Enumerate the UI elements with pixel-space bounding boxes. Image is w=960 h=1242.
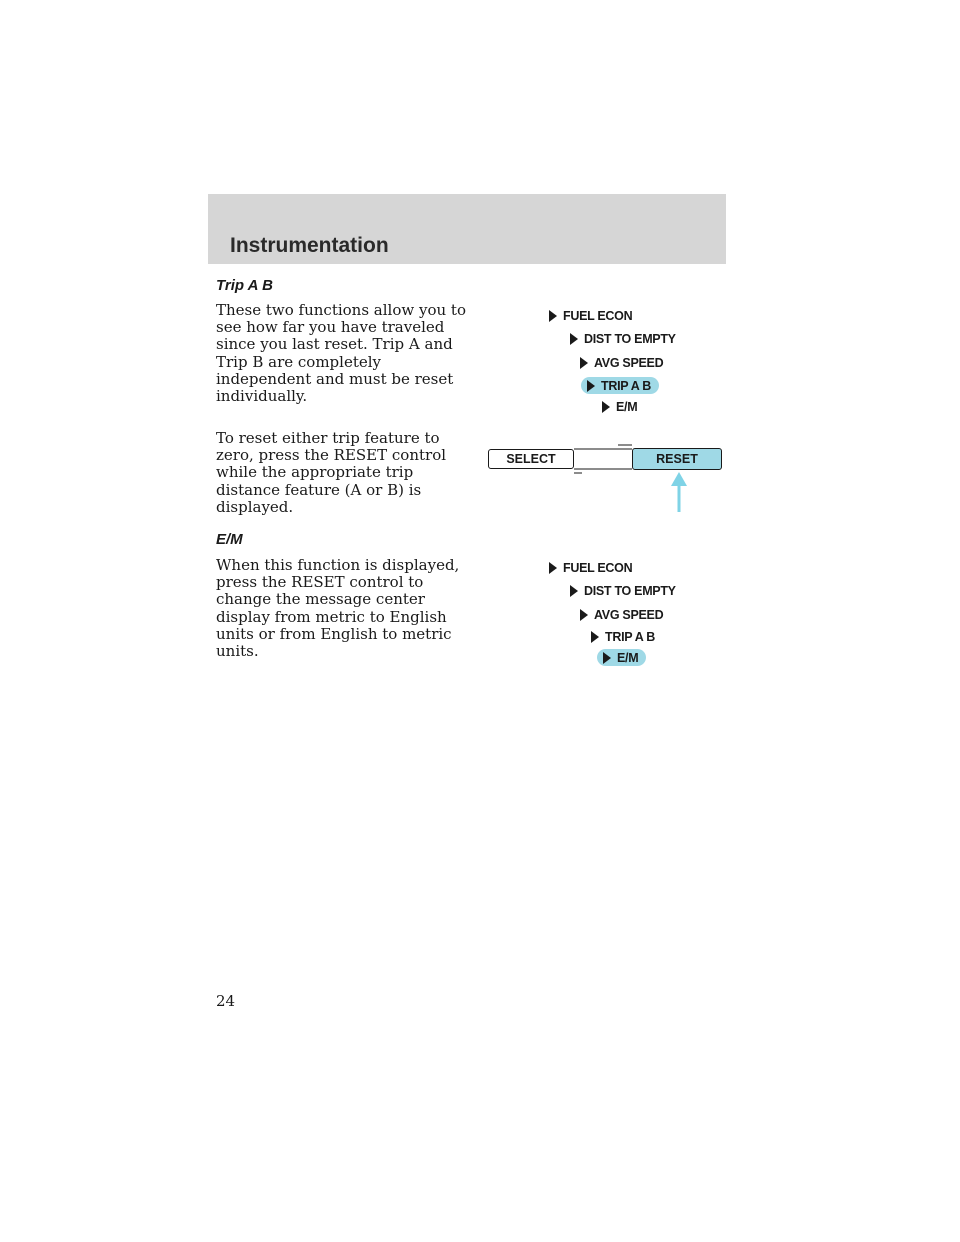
- section-heading-em: E/M: [216, 531, 243, 548]
- page-title: Instrumentation: [230, 234, 389, 257]
- arrow-right-icon: [570, 584, 578, 597]
- arrow-right-icon: [602, 400, 610, 413]
- menu-item-em: E/M: [602, 398, 638, 415]
- arrow-right-icon: [549, 561, 557, 574]
- menu-item-fuel-econ: FUEL ECON: [549, 307, 633, 324]
- menu-item-fuel-econ: FUEL ECON: [549, 559, 633, 576]
- reset-button: RESET: [632, 448, 722, 470]
- menu-item-em-highlighted: E/M: [597, 649, 647, 666]
- page-number: 24: [216, 992, 236, 1010]
- paragraph-trip-intro: These two functions allow you to see how…: [216, 301, 466, 406]
- arrow-right-icon: [591, 630, 599, 643]
- pointer-arrow-icon: [671, 472, 687, 512]
- arrow-right-icon: [549, 309, 557, 322]
- arrow-right-icon: [603, 651, 611, 664]
- arrow-right-icon: [580, 608, 588, 621]
- paragraph-em: When this function is displayed, press t…: [216, 556, 460, 661]
- menu-item-trip-ab: TRIP A B: [591, 628, 655, 645]
- menu-item-dist-to-empty: DIST TO EMPTY: [570, 582, 676, 599]
- arrow-right-icon: [580, 356, 588, 369]
- menu-item-dist-to-empty: DIST TO EMPTY: [570, 330, 676, 347]
- section-heading-trip: Trip A B: [216, 277, 273, 294]
- select-button: SELECT: [488, 449, 574, 469]
- control-connector-lines: [574, 444, 632, 474]
- menu-item-avg-speed: AVG SPEED: [580, 354, 664, 371]
- arrow-right-icon: [570, 332, 578, 345]
- menu-item-avg-speed: AVG SPEED: [580, 606, 664, 623]
- arrow-right-icon: [587, 379, 595, 392]
- paragraph-trip-reset: To reset either trip feature to zero, pr…: [216, 429, 447, 516]
- menu-item-trip-ab-highlighted: TRIP A B: [581, 377, 659, 394]
- header-band: Instrumentation: [208, 194, 726, 264]
